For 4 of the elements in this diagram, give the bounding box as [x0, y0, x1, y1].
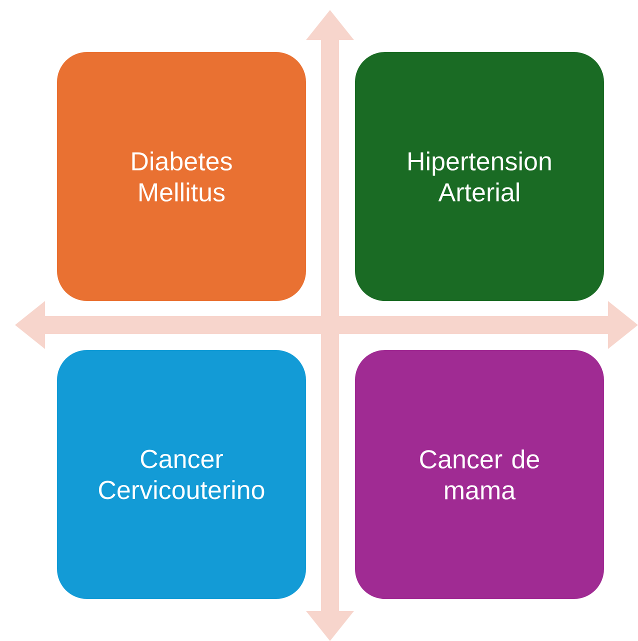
quadrant-box: Cancer Cervicouterino [57, 350, 306, 599]
quadrant-box: Hipertension Arterial [355, 52, 604, 301]
quadrant-box: Cancer de mama [355, 350, 604, 599]
quadrant-box: Diabetes Mellitus [57, 52, 306, 301]
